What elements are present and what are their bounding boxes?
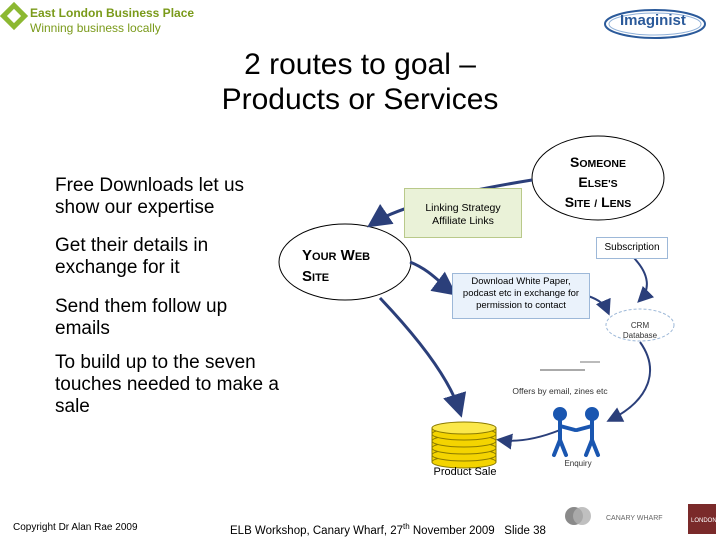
event-sup: th (403, 522, 410, 531)
elbp-logo-mark (0, 1, 29, 31)
arrow-download-crm (587, 295, 611, 316)
linking-strategy-box (404, 188, 522, 238)
arrow-to-product (378, 296, 467, 418)
title-line-1: 2 routes to goal – (244, 48, 476, 81)
imaginist-text: Imaginist (620, 12, 686, 29)
download-line-1: Download White Paper, (471, 276, 571, 287)
someone-line-1: SOMEONE (548, 153, 648, 173)
site-rest: ITE (312, 272, 330, 284)
download-box (452, 273, 590, 319)
site-cap: S (302, 268, 313, 285)
elbp-tagline: Winning business locally (30, 21, 161, 35)
title-line-2: Products or Services (221, 83, 499, 116)
linking-strategy-label: Linking Strategy Affiliate Links (404, 202, 522, 228)
someone-rest: OMEONE (579, 158, 626, 170)
someone-line-2: ELSE'S (548, 173, 648, 193)
slide-number: Slide 38 (504, 524, 546, 537)
linking-strategy-text: Linking Strategy (425, 202, 501, 214)
arrow-crm-enquiry (606, 341, 651, 422)
event-suffix: November 2009 (409, 524, 495, 537)
crm-line-2: Database (622, 331, 658, 340)
subscription-label: Subscription (604, 242, 660, 253)
bullet-seven-touches: To build up to the seven touches needed … (55, 352, 279, 417)
your-cap: Y (302, 247, 313, 264)
affiliate-links-text: Affiliate Links (432, 215, 494, 227)
arrow-subscription-crm (633, 257, 655, 303)
web-cap: W (340, 247, 355, 264)
footer-copyright: Copyright Dr Alan Rae 2009 (13, 522, 138, 533)
arrow-enquiry-product (496, 429, 561, 450)
event-prefix: ELB Workshop, Canary Wharf, 27 (230, 524, 403, 537)
lens-rest: ENS (609, 198, 632, 210)
else-cap: E (578, 174, 588, 190)
footer-event: ELB Workshop, Canary Wharf, 27th Novembe… (230, 522, 546, 537)
someone-else-site-label: SOMEONE ELSE'S SITE / LENS (548, 153, 648, 213)
else-rest: LSE'S (587, 178, 618, 190)
crm-line-1: CRM (630, 321, 650, 330)
web-rest: EB (354, 251, 371, 263)
canary-wharf-text: CANARY WHARF (606, 515, 663, 522)
enquiry-label: Enquiry (564, 459, 592, 468)
your-web-line-2: SITE (302, 267, 370, 288)
your-web-line-1: YOUR WEB (302, 246, 370, 267)
subscription-box (596, 237, 668, 259)
someone-else-site-ellipse (531, 135, 665, 221)
someone-cap: S (569, 154, 580, 170)
handshake-figures-icon (552, 407, 600, 457)
imaginist-logo (598, 6, 708, 44)
london-text: LONDON (691, 518, 717, 524)
download-line-3: permission to contact (476, 300, 566, 311)
crm-label: CRM Database (610, 321, 670, 341)
download-line-2: podcast etc in exchange for (462, 288, 580, 299)
coin-stack-icon (431, 421, 497, 469)
elbp-title: East London Business Place (30, 6, 195, 20)
your-web-site-label: YOUR WEB SITE (302, 246, 370, 288)
bullet-get-details: Get their details in exchange for it (55, 235, 209, 278)
slash: / (594, 198, 598, 210)
crm-database-icon (605, 308, 675, 342)
product-sale-label: Product Sale (433, 466, 497, 478)
imaginist-swoosh (604, 9, 706, 39)
slide-title: 2 routes to goal – Products or Services (0, 47, 720, 117)
partner-logos-graphic: CANARY WHARF LONDON (565, 504, 717, 534)
bullet-follow-up: Send them follow up emails (55, 296, 228, 339)
site2-cap: S (564, 194, 575, 210)
offers-label: Offers by email, zines etc (512, 386, 608, 396)
bullet-free-downloads: Free Downloads let us show our expertise (55, 175, 245, 218)
partner-logos: CANARY WHARF LONDON (562, 502, 718, 538)
elbp-logo (0, 0, 190, 42)
site2-rest: ITE (574, 198, 591, 210)
download-label: Download White Paper, podcast etc in exc… (452, 276, 590, 312)
your-rest: OUR (312, 251, 337, 263)
lens-cap: L (601, 194, 610, 210)
arrow-to-download (409, 260, 457, 296)
someone-line-3: SITE / LENS (548, 193, 648, 213)
